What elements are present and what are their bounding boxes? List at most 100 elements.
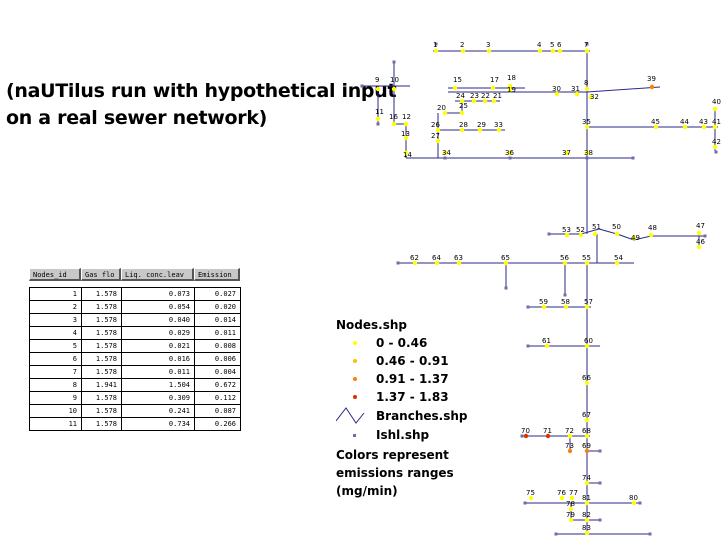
node-point[interactable] [557, 48, 563, 54]
table-cell: 3 [30, 314, 82, 327]
node-point[interactable] [712, 106, 718, 112]
node-point[interactable] [584, 86, 590, 92]
node-point[interactable] [496, 127, 502, 133]
node-point[interactable] [682, 124, 688, 130]
node-point[interactable] [564, 232, 570, 238]
node-point[interactable] [567, 448, 573, 454]
node-point[interactable] [507, 87, 513, 93]
node-point[interactable] [584, 150, 590, 156]
node-point[interactable] [537, 48, 543, 54]
node-point[interactable] [456, 260, 462, 266]
node-point[interactable] [507, 83, 513, 89]
node-point[interactable] [544, 343, 550, 349]
node-point[interactable] [584, 480, 590, 486]
node-point[interactable] [490, 85, 496, 91]
node-point[interactable] [631, 500, 637, 506]
node-point[interactable] [701, 124, 707, 130]
node-point[interactable] [528, 495, 534, 501]
node-point[interactable] [554, 91, 560, 97]
node-point[interactable] [459, 98, 465, 104]
node-point[interactable] [435, 127, 441, 133]
column-header-emission[interactable]: Emission [194, 268, 240, 281]
node-point[interactable] [568, 517, 574, 523]
node-point[interactable] [631, 235, 637, 241]
node-point[interactable] [592, 231, 598, 237]
node-point[interactable] [459, 110, 465, 116]
node-point[interactable] [375, 116, 381, 122]
node-point[interactable] [471, 98, 477, 104]
node-point[interactable] [584, 448, 590, 454]
node-point[interactable] [486, 48, 492, 54]
node-point[interactable] [412, 260, 418, 266]
node-point[interactable] [584, 260, 590, 266]
node-point[interactable] [584, 48, 590, 54]
node-point[interactable] [403, 135, 409, 141]
node-point[interactable] [584, 304, 590, 310]
node-point[interactable] [391, 86, 397, 92]
node-point[interactable] [712, 144, 718, 150]
column-header-gas-flow[interactable]: Gas flo [81, 268, 121, 281]
node-point[interactable] [442, 110, 448, 116]
node-point[interactable] [653, 124, 659, 130]
node-point[interactable] [712, 124, 718, 130]
column-header-nodes-id[interactable]: Nodes_id [29, 268, 81, 281]
node-point[interactable] [649, 84, 655, 90]
node-point[interactable] [614, 260, 620, 266]
node-point[interactable] [403, 121, 409, 127]
node-point[interactable] [584, 380, 590, 386]
node-point[interactable] [442, 150, 448, 156]
node-point[interactable] [375, 86, 381, 92]
node-point[interactable] [491, 98, 497, 104]
node-point[interactable] [391, 121, 397, 127]
node-point[interactable] [614, 231, 620, 237]
node-point[interactable] [523, 433, 529, 439]
node-point[interactable] [563, 304, 569, 310]
column-header-liq-conc[interactable]: Liq. conc.leav [121, 268, 194, 281]
node-point[interactable] [696, 230, 702, 236]
node-point[interactable] [459, 127, 465, 133]
node-point[interactable] [435, 138, 441, 144]
node-point[interactable] [482, 98, 488, 104]
node-point[interactable] [578, 232, 584, 238]
node-point[interactable] [477, 127, 483, 133]
node-point[interactable] [584, 343, 590, 349]
node-point[interactable] [452, 85, 458, 91]
node-point[interactable] [403, 150, 409, 156]
node-point[interactable] [584, 124, 590, 130]
node-point[interactable] [584, 530, 590, 536]
node-point[interactable] [567, 433, 573, 439]
node-point[interactable] [584, 433, 590, 439]
node-point[interactable] [584, 417, 590, 423]
node-point[interactable] [588, 94, 594, 100]
node-point[interactable] [559, 495, 565, 501]
node-point[interactable] [541, 304, 547, 310]
node-point[interactable] [503, 260, 509, 266]
node-point[interactable] [433, 48, 439, 54]
node-point[interactable] [574, 91, 580, 97]
node-point[interactable] [562, 260, 568, 266]
node-point[interactable] [648, 232, 654, 238]
node-point[interactable] [564, 150, 570, 156]
node-point[interactable] [550, 48, 556, 54]
node-point[interactable] [696, 244, 702, 250]
node-point[interactable] [584, 517, 590, 523]
node-point[interactable] [568, 506, 574, 512]
node-point[interactable] [507, 150, 513, 156]
node-point[interactable] [434, 260, 440, 266]
node-point[interactable] [584, 500, 590, 506]
node-point[interactable] [460, 48, 466, 54]
node-point[interactable] [569, 495, 575, 501]
node-point[interactable] [545, 433, 551, 439]
